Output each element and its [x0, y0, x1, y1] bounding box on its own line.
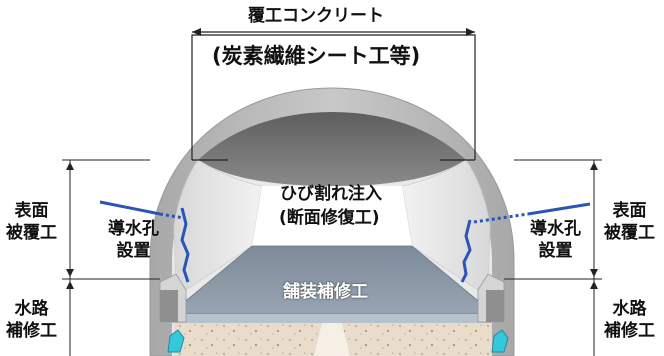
- soil-right: [342, 323, 492, 356]
- left-dim-arrow-2: [66, 269, 74, 277]
- right-dim-arrow-1: [590, 162, 598, 170]
- title-arrow-left: [192, 28, 201, 36]
- title-bracket: [191, 34, 476, 160]
- right-dim-arrow-3: [590, 281, 598, 289]
- center-label-line2: (断面修復工): [279, 208, 380, 228]
- crown-arch: [198, 112, 466, 186]
- drain-hole-right-line1: 導水孔: [530, 219, 581, 239]
- repair-window: [252, 186, 412, 246]
- center-label-line1: ひび割れ注入: [280, 184, 382, 204]
- title-label: 覆工コンクリート: [248, 6, 384, 26]
- subtitle-label: (炭素繊維シート工等): [212, 44, 421, 68]
- drain-hole-right-line2: 設置: [538, 241, 573, 261]
- pavement-label: 舗装補修工: [283, 282, 368, 302]
- left-waterway-label: 水路 補修工: [6, 298, 57, 342]
- drain-hole-left-line2: 設置: [116, 241, 151, 261]
- right-surface-line1: 表面: [612, 201, 647, 221]
- drain-hole-right-label: 導水孔 設置: [530, 218, 581, 262]
- left-surface-line1: 表面: [14, 201, 49, 221]
- right-crack: [460, 219, 472, 283]
- drain-hole-left-label: 導水孔 設置: [108, 218, 159, 262]
- right-waterway-line2: 補修工: [604, 321, 655, 341]
- left-surface-line2: 被覆工: [6, 223, 57, 243]
- left-drain-hole-dotted: [159, 212, 185, 220]
- left-curb-face: [160, 290, 178, 322]
- drain-hole-left-line1: 導水孔: [108, 219, 159, 239]
- right-drain: [491, 329, 509, 353]
- title-arrow-right: [466, 28, 475, 36]
- left-crack: [180, 207, 190, 283]
- right-waterway-line1: 水路: [612, 299, 647, 319]
- right-drain-hole-solid: [527, 202, 591, 216]
- left-drain: [167, 329, 185, 353]
- soil-left: [174, 323, 322, 356]
- right-dim-arrow-2: [590, 269, 598, 277]
- left-surface-label: 表面 被覆工: [6, 200, 57, 244]
- right-surface-line2: 被覆工: [604, 223, 655, 243]
- right-waterway-label: 水路 補修工: [604, 298, 655, 342]
- left-dim-arrow-1: [66, 162, 74, 170]
- left-dim-arrow-3: [66, 281, 74, 289]
- left-waterway-line2: 補修工: [6, 321, 57, 341]
- left-waterway-line1: 水路: [14, 299, 49, 319]
- left-drain-hole-solid: [99, 200, 161, 216]
- right-surface-label: 表面 被覆工: [604, 200, 655, 244]
- road-edge: [170, 314, 494, 323]
- soil-divider: [314, 323, 350, 356]
- right-curb-face: [486, 290, 504, 322]
